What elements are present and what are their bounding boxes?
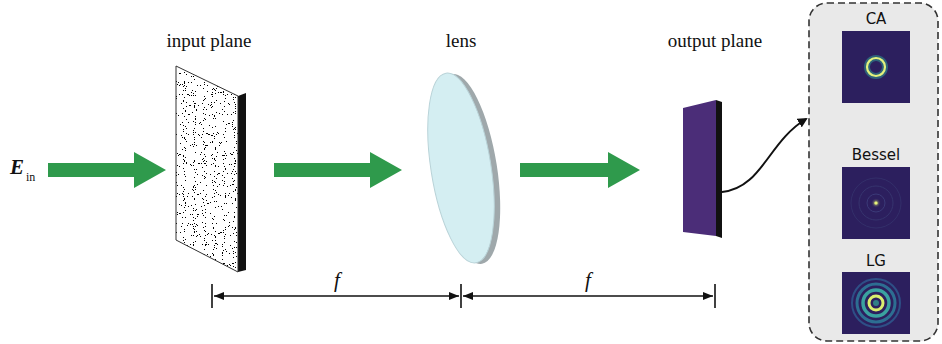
bessel-glow bbox=[871, 198, 881, 208]
plate-side bbox=[238, 93, 246, 272]
focal-length: f bbox=[334, 268, 340, 293]
lens: lens bbox=[408, 30, 514, 270]
lg-image bbox=[842, 272, 910, 334]
input-beam-arrow bbox=[48, 152, 166, 188]
beam-arrow bbox=[520, 152, 640, 188]
node-heading: Bessel bbox=[830, 146, 922, 164]
screen-side bbox=[716, 100, 722, 238]
lg-ring bbox=[852, 279, 900, 327]
node-heading: output plane bbox=[646, 30, 784, 52]
output-plane: output plane bbox=[646, 30, 784, 242]
node-heading: LG bbox=[830, 252, 922, 270]
plate-noise bbox=[170, 60, 245, 275]
ca-ring-halo bbox=[867, 58, 885, 76]
dim-line bbox=[463, 295, 713, 296]
bessel-spot bbox=[874, 201, 877, 204]
pointer-arrow bbox=[722, 119, 806, 192]
plate-outline bbox=[176, 66, 238, 272]
lg-mode: LG bbox=[830, 252, 922, 336]
field-subscript: in bbox=[26, 170, 35, 185]
ca-image bbox=[842, 31, 910, 103]
lg-ring bbox=[869, 296, 883, 310]
node-heading: CA bbox=[830, 10, 922, 28]
bessel-ring bbox=[851, 178, 901, 228]
field-symbol: E bbox=[10, 155, 24, 180]
node-heading: lens bbox=[408, 30, 514, 52]
lens-body bbox=[416, 68, 505, 267]
dim-tick bbox=[211, 284, 213, 308]
bessel-image bbox=[842, 167, 910, 239]
dim-tick bbox=[460, 284, 462, 308]
screen-face bbox=[683, 100, 716, 236]
node-heading: input plane bbox=[150, 30, 268, 52]
bessel-ring bbox=[867, 194, 885, 212]
focal-length: f bbox=[585, 268, 591, 293]
lg-ring bbox=[857, 284, 895, 322]
lg-core bbox=[873, 300, 879, 306]
ca-ring bbox=[867, 58, 885, 76]
dim-line bbox=[214, 295, 459, 296]
result-panel bbox=[809, 3, 938, 341]
bessel-ring bbox=[859, 186, 893, 220]
beam-arrow bbox=[274, 152, 402, 188]
dim-tick bbox=[714, 284, 716, 308]
bessel-mode: Bessel bbox=[830, 146, 922, 242]
ca-mode: CA bbox=[830, 10, 922, 106]
input-plane: input plane bbox=[150, 30, 268, 276]
lg-ring bbox=[863, 290, 889, 316]
